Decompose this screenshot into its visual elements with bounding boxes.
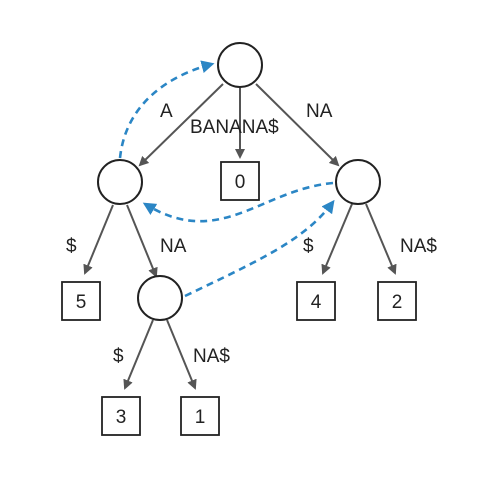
suffix-link-ana-to-na	[184, 199, 335, 298]
suffix-links	[118, 60, 335, 298]
leaf-node: 3	[101, 396, 141, 436]
leaf-label: 0	[235, 172, 246, 193]
edge-na-leaf2	[365, 203, 397, 275]
leaf-node: 0	[220, 161, 260, 201]
edge-ana-leaf1	[166, 319, 197, 390]
leaf-node: 1	[180, 396, 220, 436]
leaf-node: 5	[61, 281, 101, 321]
edge-ana-leaf3	[123, 319, 154, 390]
edge-label: BANANA$	[190, 117, 279, 138]
suffix-link-a-to-root	[118, 60, 215, 159]
internal-node-ana	[137, 275, 183, 321]
edge-root-na	[255, 83, 340, 167]
leaf-nodes: 0 5 4 2 3 1	[61, 161, 417, 436]
internal-node-na	[335, 159, 381, 205]
edge-a-ana	[126, 204, 158, 278]
root-node	[217, 42, 263, 88]
edge-label: $	[66, 236, 77, 257]
internal-node-a	[97, 159, 143, 205]
edge-root-a	[138, 83, 224, 167]
edge-label: $	[303, 236, 314, 257]
edge-label: A	[160, 101, 173, 122]
suffix-link-na-to-a	[142, 181, 334, 223]
edge-na-leaf4	[321, 203, 353, 275]
edge-label: NA$	[400, 236, 437, 257]
edge-a-leaf5	[83, 204, 114, 275]
edge-label: NA$	[193, 346, 230, 367]
edge-label: NA	[306, 101, 333, 122]
leaf-label: 1	[195, 407, 206, 428]
tree-edges	[83, 83, 397, 390]
leaf-label: 4	[311, 292, 322, 313]
leaf-label: 5	[76, 292, 87, 313]
leaf-node: 2	[377, 281, 417, 321]
leaf-node: 4	[296, 281, 336, 321]
leaf-label: 3	[116, 407, 127, 428]
internal-nodes	[97, 42, 381, 321]
leaf-label: 2	[392, 292, 403, 313]
edge-labels: A BANANA$ NA $ NA $ NA$ $ NA$	[66, 101, 437, 367]
edge-label: $	[113, 346, 124, 367]
edge-label: NA	[160, 236, 187, 257]
